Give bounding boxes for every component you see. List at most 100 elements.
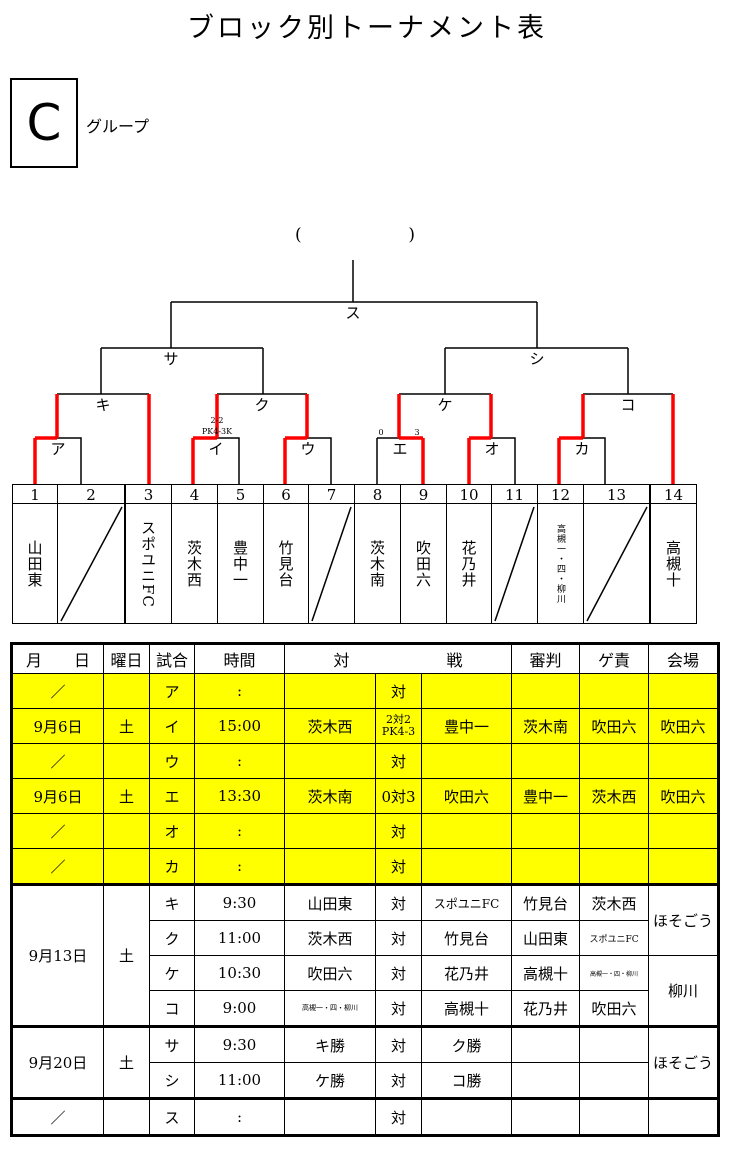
- cell-home: 茨木西: [284, 708, 376, 744]
- cell-home: [284, 673, 376, 709]
- cell-referee: [511, 743, 581, 779]
- bracket-round1-bars: [35, 437, 606, 484]
- cell-day: [103, 848, 150, 885]
- cell-home: 茨木南: [284, 778, 376, 814]
- player-number: 5: [217, 484, 263, 504]
- player-name: 山田東: [12, 504, 57, 624]
- cell-time: 11:00: [194, 920, 285, 956]
- cell-match: イ: [149, 708, 195, 744]
- cell-venue: ほそごう: [648, 883, 720, 956]
- cell-away: 吹田六: [420, 778, 513, 814]
- cell-match: エ: [149, 778, 195, 814]
- champion-close-paren: ): [408, 225, 415, 245]
- cell-time: :: [194, 673, 285, 709]
- empty-slot-slash: [311, 506, 352, 621]
- cell-time: 11:00: [194, 1062, 285, 1099]
- header-versus: 対 戦: [283, 643, 513, 674]
- table-row: ／ カ : 対: [11, 848, 720, 885]
- cell-score: 対: [375, 955, 422, 991]
- player-number: 11: [491, 484, 537, 504]
- player-number: 12: [537, 484, 583, 504]
- cell-date: ／: [11, 743, 104, 779]
- label-ki: キ: [95, 396, 110, 414]
- cell-day: [103, 743, 150, 779]
- cell-score: 対: [375, 883, 422, 921]
- cell-date: ／: [11, 813, 104, 849]
- cell-match: キ: [149, 883, 195, 921]
- group-label: グループ: [86, 117, 150, 136]
- cell-referee: [511, 673, 581, 709]
- cell-match: サ: [149, 1025, 195, 1063]
- player-name-text: 高槻一・四・柳川: [555, 523, 565, 604]
- cell-score: 対: [375, 1062, 422, 1099]
- cell-match: ス: [149, 1097, 195, 1136]
- cell-score: 対: [375, 673, 422, 709]
- label-sa: サ: [163, 350, 178, 368]
- cell-home: [284, 743, 376, 779]
- score-pk: PK4-3: [381, 724, 416, 738]
- winner-line-e: [397, 394, 425, 484]
- cell-venue: 柳川: [648, 955, 720, 1027]
- player-name-text: 吹田六: [414, 539, 432, 588]
- cell-date: 9月6日: [11, 708, 104, 744]
- player-number: 1: [12, 484, 57, 504]
- label-shi: シ: [529, 350, 544, 368]
- label-ka: カ: [574, 440, 589, 458]
- table-row: ／ オ : 対: [11, 813, 720, 849]
- cell-duty: [579, 743, 650, 779]
- header-vs-right: 戦: [446, 651, 463, 670]
- header-day: 曜日: [103, 643, 150, 674]
- cell-away: ク勝: [420, 1025, 513, 1063]
- cell-home: 山田東: [284, 883, 376, 921]
- player-number: 4: [171, 484, 217, 504]
- cell-home: [284, 813, 376, 849]
- cell-match: ウ: [149, 743, 195, 779]
- cell-score: 対: [375, 743, 422, 779]
- winner-line-a: [33, 394, 59, 484]
- empty-slot-slash: [60, 506, 123, 621]
- cell-duty: [579, 1025, 650, 1063]
- cell-time: 9:30: [194, 883, 285, 921]
- cell-referee: [511, 1025, 581, 1063]
- page-title: ブロック別トーナメント表: [187, 13, 547, 44]
- cell-day: [103, 673, 150, 709]
- cell-away: 花乃井: [420, 955, 513, 991]
- player-number: 2: [57, 484, 125, 504]
- cell-score: 対: [375, 990, 422, 1027]
- winner-line-o: [467, 394, 493, 484]
- label-ko: コ: [620, 396, 635, 414]
- header-venue: 会場: [648, 643, 720, 674]
- schedule-table: 月 日 曜日 試合 時間 対 戦 審判 ゲ責 会場 ／ ア : 対 9月6日 土…: [10, 642, 721, 1137]
- cell-date: ／: [11, 1097, 104, 1136]
- player-name-text: 山田東: [25, 539, 44, 588]
- cell-home: キ勝: [284, 1025, 376, 1063]
- label-o: オ: [484, 440, 499, 458]
- champion-open-paren: (: [295, 225, 302, 245]
- cell-duty: 茨木西: [579, 883, 650, 921]
- cell-score: 対: [375, 1025, 422, 1063]
- cell-referee: 高槻十: [511, 955, 581, 991]
- table-row: ケ 10:30 吹田六 対 花乃井 高槻十 高槻一・四・柳川 柳川: [12, 955, 720, 1027]
- player-name: 高槻十: [650, 504, 697, 624]
- label-e: エ: [392, 440, 407, 458]
- table-row: 9月6日 土 エ 13:30 茨木南 0対3 吹田六 豊中一 茨木西 吹田六: [11, 778, 720, 814]
- cell-score: 対: [375, 848, 422, 885]
- cell-away: [420, 743, 513, 779]
- player-name: スポユニFC: [125, 504, 171, 624]
- cell-referee: 茨木南: [511, 708, 581, 744]
- tournament-bracket: ス サ シ キ ク ケ コ ア イ ウ エ オ カ 2-2 PK4-3K 0 3: [33, 260, 675, 484]
- table-row: 9月20日 土 サ 9:30 キ勝 対 ク勝 ほそごう: [11, 1025, 720, 1099]
- cell-match: コ: [149, 990, 195, 1027]
- cell-date: ／: [11, 848, 104, 885]
- table-row: ／ ア : 対: [11, 673, 720, 709]
- cell-home: 高槻一・四・柳川: [284, 990, 376, 1027]
- cell-home: [284, 1097, 376, 1136]
- cell-away: コ勝: [420, 1062, 513, 1099]
- header-time: 時間: [194, 643, 285, 674]
- cell-day: 土: [103, 708, 150, 744]
- empty-slot: [583, 504, 650, 624]
- winner-line-u: [283, 394, 309, 484]
- cell-time: :: [194, 743, 285, 779]
